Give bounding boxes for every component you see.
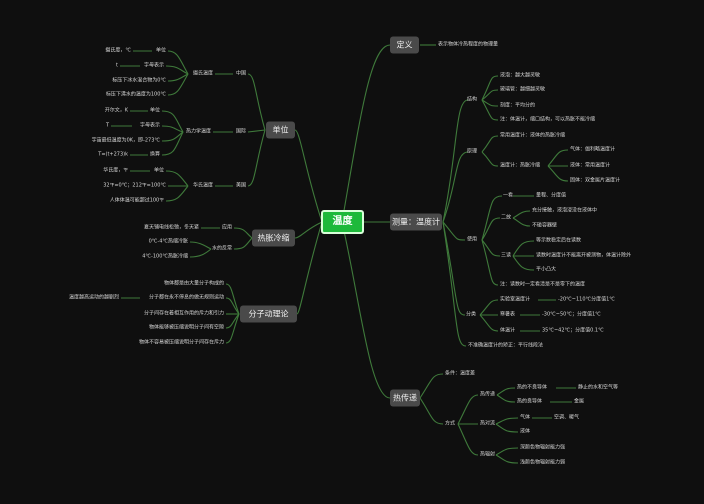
node-celsius-symbol-label[interactable]: 字母表示 [143,62,164,69]
node-good-conductor[interactable]: 热的良导体 [517,398,543,405]
node-light-radiation[interactable]: 浅颜色物辐射能力弱 [520,459,566,466]
node-china[interactable]: 中国 [235,70,246,77]
node-kelvin-conversion[interactable]: T=(t+273)k [98,151,128,158]
node-dark-radiation[interactable]: 深颜色物辐射能力强 [520,444,566,451]
node-water-anomaly[interactable]: 水的反常 [211,245,232,252]
node-clinical-range[interactable]: 35℃~42℃；分度值0.1℃ [542,327,604,334]
node-thermometer-principle[interactable]: 温度计：热胀冷缩 [500,162,541,169]
node-eye-level[interactable]: 平小凸大 [536,266,557,273]
branch-definition[interactable]: 定义 [390,36,419,54]
node-look[interactable]: 一看 [503,192,514,199]
definition-text: 表示物体冷热程度的物理量 [438,41,499,48]
node-ac-heating[interactable]: 空调、暖气 [554,414,580,421]
branch-molecular-theory[interactable]: 分子动理论 [240,305,297,323]
center-node[interactable]: 温度 [321,210,364,234]
node-clinical-note[interactable]: 注：体温计，缩口结构，可以热胀不能冷缩 [500,116,596,123]
node-lab-thermometer[interactable]: 实验室温度计 [500,296,531,303]
node-kelvin-conversion-label[interactable]: 换算 [149,151,160,158]
node-usage[interactable]: 使用 [467,236,478,243]
node-wait-stable[interactable]: 等示数稳定后在读数 [536,237,582,244]
node-usa[interactable]: 美国 [235,182,246,189]
node-kelvin-symbol-label[interactable]: 字母表示 [139,122,160,129]
node-clinical-thermometer[interactable]: 体温计 [500,327,516,334]
node-molecules-compose[interactable]: 物体都是由大量分子构成的 [163,280,224,287]
node-wire-example[interactable]: 夏天铺电线松弛，冬天紧 [143,224,199,231]
node-fahrenheit-name[interactable]: 华氏度，℉ [103,167,128,174]
node-molecular-forces[interactable]: 分子间存在着相互作用的斥力和引力 [143,310,224,317]
node-place[interactable]: 二放 [501,214,512,221]
node-motion-temperature[interactable]: 温度越高运动的越剧烈 [68,294,119,301]
node-no-touch[interactable]: 不碰容器壁 [532,222,558,229]
node-calibration[interactable]: 不准确温度计的矫正：平行线段法 [468,342,544,349]
node-read[interactable]: 三读 [501,252,512,259]
node-method[interactable]: 方式 [445,420,456,427]
branch-unit[interactable]: 单位 [266,121,295,139]
node-molecules-motion[interactable]: 分子都在永不停息的做无规则运动 [148,294,224,301]
node-gas-thermometer[interactable]: 气体：伽利略温度计 [570,146,616,153]
node-absolute-zero[interactable]: 宇宙最低温度为0K，即-273℃ [91,137,160,144]
node-celsius-name[interactable]: 摄氏度，℃ [105,47,131,54]
node-poor-conductor-examples[interactable]: 静止的水和空气等 [578,384,619,391]
node-celsius-hundred[interactable]: 标压下沸水的温度为100℃ [105,91,166,98]
node-stay-in[interactable]: 读数时温度计不能离开被测物，体温计除外 [536,252,632,259]
node-common-thermometer[interactable]: 常用温度计：液体的热胀冷缩 [500,132,566,139]
node-scale[interactable]: 刻度：平均分的 [500,102,536,109]
node-water-4-100[interactable]: 4℃-100℃热胀冷缩 [142,253,188,260]
branch-thermal-expansion[interactable]: 热胀冷缩 [252,229,295,247]
node-weather-range[interactable]: -30℃~50℃；分度值1℃ [542,311,601,318]
node-molecular-repulsion[interactable]: 物体不容易被压缩说明分子间存在斥力 [138,339,224,346]
node-weather-thermometer[interactable]: 寒暑表 [500,311,516,318]
node-fahrenheit-unit[interactable]: 单位 [153,167,164,174]
node-radiation[interactable]: 热辐射 [480,451,496,458]
node-kelvin-unit[interactable]: 单位 [149,107,160,114]
node-tube[interactable]: 玻璃管：越细越灵敏 [500,86,546,93]
node-condition[interactable]: 条件：温度差 [445,370,476,377]
node-convection[interactable]: 热对流 [480,420,496,427]
node-celsius-scale[interactable]: 摄氏温度 [192,70,213,77]
node-full-contact[interactable]: 充分接触，液泡浸没在液体中 [532,207,598,214]
node-fahrenheit-scale[interactable]: 华氏温度 [192,182,213,189]
node-conduction[interactable]: 热传递 [480,391,496,398]
node-fahrenheit-body[interactable]: 人体体温可能超过100℉ [109,197,164,204]
node-poor-conductor[interactable]: 热的不良导体 [517,384,548,391]
node-water-0-4[interactable]: 0℃-4℃热缩冷胀 [148,238,188,245]
node-kelvin-name[interactable]: 开尔文，K [104,107,128,114]
node-classification[interactable]: 分类 [466,311,477,318]
node-celsius-zero[interactable]: 标压下冰水混合物为0℃ [112,77,166,84]
node-below-zero-note[interactable]: 注：读数时一定看清是不是零下的温度 [500,281,586,288]
node-celsius-unit[interactable]: 单位 [155,47,166,54]
node-molecular-gaps[interactable]: 物体能够被压缩说明分子间有空隙 [148,324,224,331]
node-fahrenheit-range[interactable]: 32℉=0℃；212℉=100℃ [103,182,166,189]
node-kelvin-scale[interactable]: 热力学温度 [185,128,211,135]
node-application[interactable]: 应用 [221,224,232,231]
node-structure[interactable]: 结构 [467,96,478,103]
node-bulb[interactable]: 液泡：越大越灵敏 [500,72,541,79]
node-principle[interactable]: 原理 [467,148,478,155]
node-international[interactable]: 国际 [235,128,246,135]
node-kelvin-symbol[interactable]: T [105,122,109,129]
branch-measurement[interactable]: 测量：温度计 [390,213,442,231]
node-solid-thermometer[interactable]: 固体：双金属片温度计 [570,177,621,184]
node-gas[interactable]: 气体 [520,414,531,421]
node-celsius-symbol[interactable]: t [116,62,118,69]
branch-heat-transfer[interactable]: 热传递 [390,389,420,407]
node-liquid[interactable]: 液体 [520,428,531,435]
node-liquid-thermometer[interactable]: 液体：常用温度计 [570,162,611,169]
node-lab-range[interactable]: -20℃~110℃分度值1℃ [558,296,615,303]
node-metal[interactable]: 金属 [574,398,585,405]
node-range[interactable]: 量程、分度值 [536,192,567,199]
